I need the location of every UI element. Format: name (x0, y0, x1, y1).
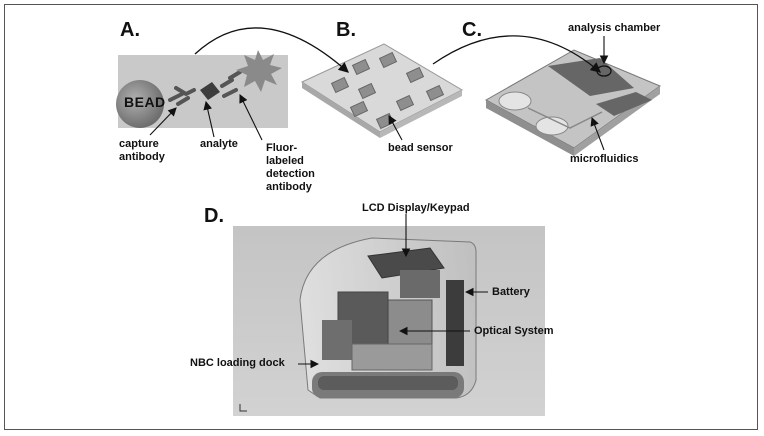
bead-sensor-label: bead sensor (388, 142, 453, 154)
capture-antibody-label: capture antibody (119, 138, 165, 163)
arrow-a-to-b (194, 27, 349, 73)
panel-d-graphic (233, 226, 545, 416)
analyte-icon (200, 82, 220, 100)
panel-c-graphic (484, 49, 662, 156)
analysis-chamber-label: analysis chamber (568, 22, 661, 34)
microfluidics-pointer (590, 116, 605, 151)
microfluidics-label: microfluidics (570, 153, 639, 165)
capture-antibody-icon (168, 86, 196, 106)
reservoir-2 (535, 116, 569, 136)
battery-label: Battery (492, 286, 530, 298)
arrow-b-to-c (432, 35, 601, 73)
detection-antibody-icon (220, 70, 242, 98)
detection-antibody-label: Fluor- labeled detection antibody (266, 142, 315, 193)
panel-d-letter: D. (204, 205, 224, 227)
panel-b-graphic (300, 43, 464, 138)
panel-d-pointers (298, 214, 488, 369)
analyte-label: analyte (200, 138, 238, 150)
panel-a-pointers (149, 94, 263, 141)
panel-a-letter: A. (120, 19, 140, 41)
optical-system-label: Optical System (474, 325, 554, 337)
nbc-loading-dock-label: NBC loading dock (190, 357, 285, 369)
fluor-star-icon (236, 50, 282, 92)
bead-sensor-pointer (388, 115, 403, 141)
panel-c-letter: C. (462, 19, 482, 41)
optical-system-block (387, 299, 433, 347)
battery-pack (446, 280, 464, 366)
lcd-display-label: LCD Display/Keypad (362, 202, 470, 214)
axis-glyph (239, 404, 247, 412)
bead-sphere (116, 80, 164, 128)
panel-b-letter: B. (336, 19, 356, 41)
reservoir-1 (498, 91, 532, 111)
analysis-chamber-pad (548, 58, 634, 96)
bead-label: BEAD (124, 94, 166, 110)
panel-a-graphic (116, 50, 288, 128)
figure-frame (4, 4, 758, 430)
